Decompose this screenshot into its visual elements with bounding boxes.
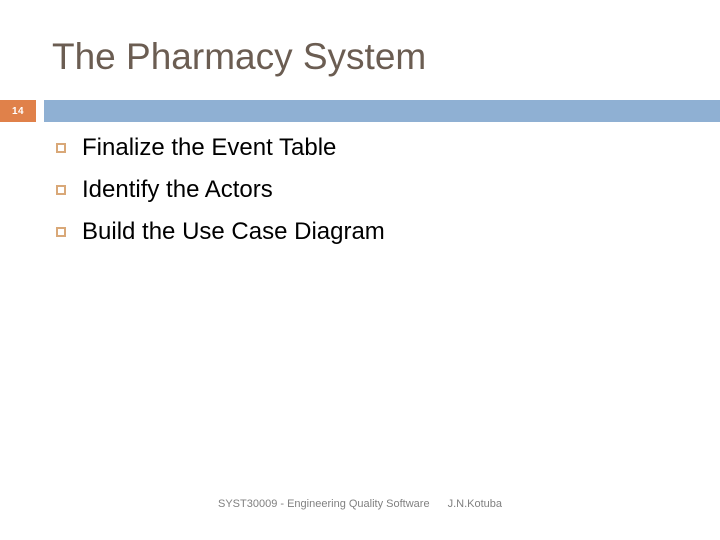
list-item: Finalize the Event Table [56, 132, 666, 174]
list-item: Identify the Actors [56, 174, 666, 216]
list-item-label: Identify the Actors [82, 176, 273, 203]
page-title: The Pharmacy System [52, 36, 427, 77]
slide-footer: SYST30009 - Engineering Quality Software… [0, 498, 720, 510]
slide-number-badge: 14 [0, 100, 36, 122]
hollow-square-bullet-icon [56, 185, 66, 195]
hollow-square-bullet-icon [56, 227, 66, 237]
list-item: Build the Use Case Diagram [56, 216, 666, 258]
divider-bar [44, 100, 720, 122]
footer-author-label: J.N.Kotuba [447, 498, 502, 510]
list-item-label: Build the Use Case Diagram [82, 218, 385, 245]
footer-course-label: SYST30009 - Engineering Quality Software [218, 498, 430, 510]
bullet-list: Finalize the Event Table Identify the Ac… [56, 132, 666, 258]
list-item-label: Finalize the Event Table [82, 134, 337, 161]
hollow-square-bullet-icon [56, 143, 66, 153]
title-divider: 14 [0, 100, 720, 122]
